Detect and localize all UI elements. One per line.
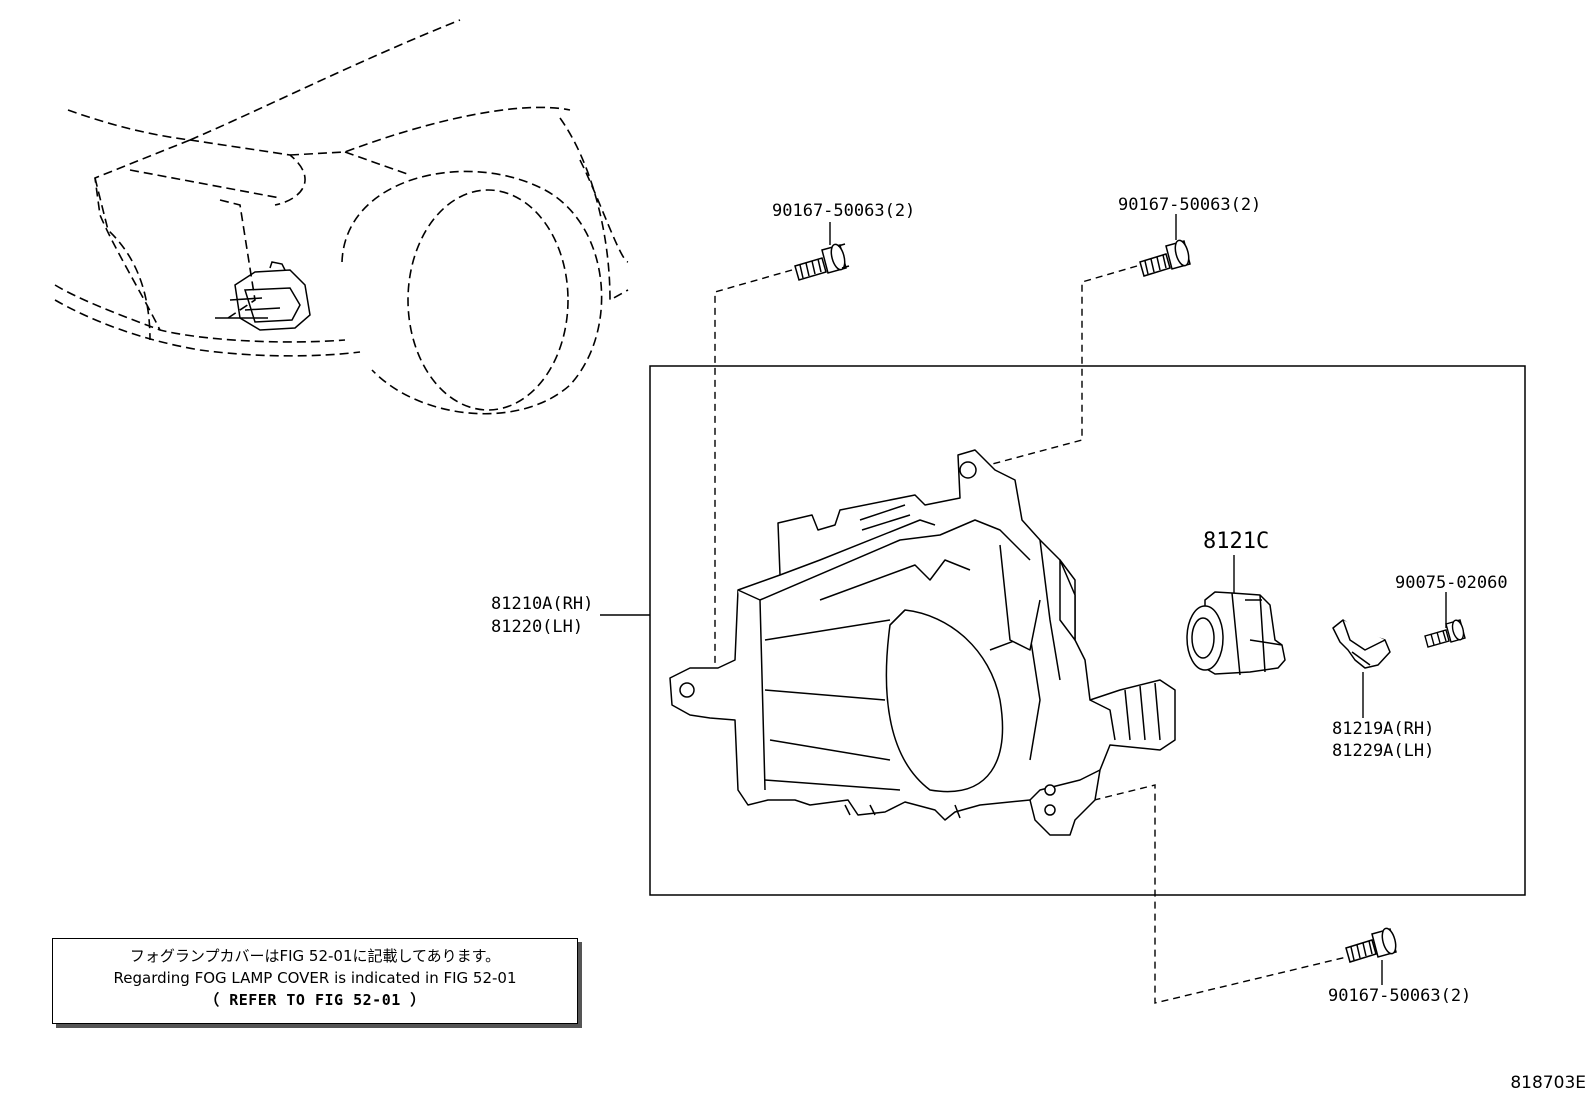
label-fog-lamp-lh: 81220(LH) xyxy=(491,617,583,637)
bulb xyxy=(1186,591,1286,676)
label-bolt-top-left: 90167-50063(2) xyxy=(772,201,915,221)
fog-lamp-assembly xyxy=(669,449,1176,836)
screw-90075 xyxy=(1424,619,1466,648)
figure-id: 818703E xyxy=(1510,1073,1586,1093)
label-bracket-rh: 81219A(RH) xyxy=(1332,719,1434,739)
bolt-bottom xyxy=(1345,927,1397,963)
bolt-top-left xyxy=(794,243,850,281)
note-reference: （ REFER TO FIG 52-01 ） xyxy=(204,991,426,1009)
label-fog-lamp-rh: 81210A(RH) xyxy=(491,594,593,614)
assembly-frame xyxy=(649,365,1526,896)
label-bulb: 8121C xyxy=(1203,529,1269,554)
label-bolt-bottom: 90167-50063(2) xyxy=(1328,986,1471,1006)
bracket xyxy=(1332,619,1391,669)
label-screw: 90075-02060 xyxy=(1395,573,1508,593)
bolt-top-right xyxy=(1139,239,1191,277)
vehicle-fog-lamp-location xyxy=(215,261,311,331)
note-japanese: フォグランプカバーはFIG 52-01に記載してあります。 xyxy=(129,947,501,965)
vehicle-front-outline xyxy=(54,19,629,415)
note-english: Regarding FOG LAMP COVER is indicated in… xyxy=(113,969,517,987)
label-bracket-lh: 81229A(LH) xyxy=(1332,741,1434,761)
label-bolt-top-right: 90167-50063(2) xyxy=(1118,195,1261,215)
reference-note: フォグランプカバーはFIG 52-01に記載してあります。 Regarding … xyxy=(52,938,578,1024)
